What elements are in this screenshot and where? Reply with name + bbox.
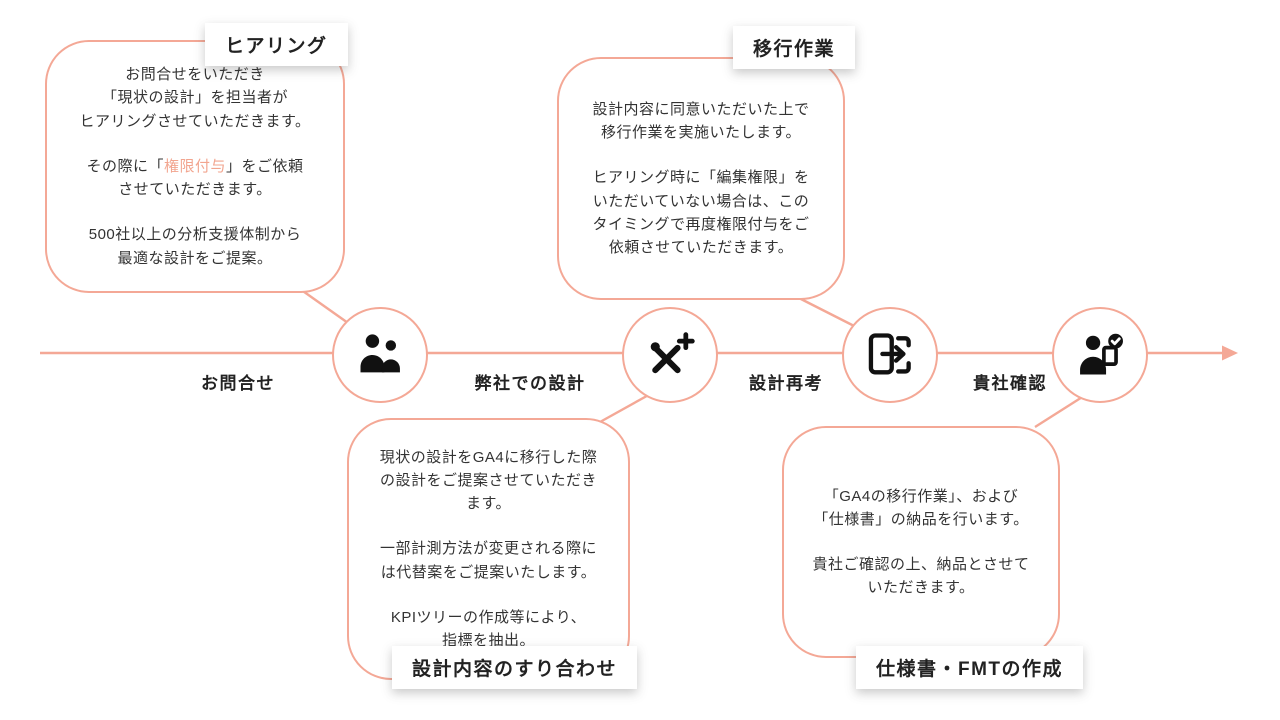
callout-hearing-p2: その際に「権限付与」をご依頼 させていただきます。 <box>86 155 303 202</box>
callout-migration-title: 移行作業 <box>733 26 856 69</box>
callout-design-alignment-p2: 一部計測方法が変更される際に は代替案をご提案いたします。 <box>379 540 597 581</box>
timeline-node-migration <box>842 307 938 403</box>
callout-migration-p1: 設計内容に同意いただいた上で 移行作業を実施いたします。 <box>592 100 810 141</box>
callout-design-alignment: 現状の設計をGA4に移行した際 の設計をご提案させていただき ます。 一部計測方… <box>347 418 630 680</box>
timeline-arrowhead-icon <box>1222 345 1238 361</box>
connector-spec-line <box>1034 392 1088 429</box>
callout-design-alignment-title: 設計内容のすり合わせ <box>392 646 638 689</box>
tools-plus-icon <box>650 332 695 374</box>
phone-transfer-icon <box>868 333 911 375</box>
callout-migration-p2: ヒアリング時に「編集権限」を いただいていない場合は、この タイミングで再度権限… <box>592 169 810 256</box>
callout-hearing-p2-highlight: 権限付与 <box>163 157 226 175</box>
timeline-node-confirm <box>1052 307 1148 403</box>
callout-hearing-title: ヒアリング <box>205 23 348 66</box>
callout-hearing: お問合せをいただき 「現状の設計」を担当者が ヒアリングさせていただきます。 そ… <box>45 40 345 293</box>
person-check-icon <box>1080 333 1123 375</box>
timeline-node-design <box>622 307 718 403</box>
callout-spec-fmt-p2: 貴社ご確認の上、納品とさせて いただきます。 <box>812 556 1030 597</box>
callout-hearing-p1: お問合せをいただき 「現状の設計」を担当者が ヒアリングさせていただきます。 <box>79 66 311 130</box>
callout-migration: 設計内容に同意いただいた上で 移行作業を実施いたします。 ヒアリング時に「編集権… <box>557 57 845 300</box>
callout-spec-fmt-title: 仕様書・FMTの作成 <box>856 646 1084 689</box>
callout-hearing-p2-pre: その際に「 <box>86 157 164 175</box>
callout-hearing-p2-post: 」をご依頼 させていただきます。 <box>118 157 304 199</box>
callout-spec-fmt-p1: 「GA4の移行作業」、および 「仕様書」の納品を行います。 <box>813 487 1029 528</box>
stage-label-design-rethink: 設計再考 <box>749 374 823 393</box>
callout-spec-fmt: 「GA4の移行作業」、および 「仕様書」の納品を行います。 貴社ご確認の上、納品… <box>782 426 1060 658</box>
callout-design-alignment-p3: KPIツリーの作成等により、 指標を抽出。 <box>390 608 587 650</box>
stage-label-inquiry: お問合せ <box>201 374 275 393</box>
callout-hearing-p3: 500社以上の分析支援体制から 最適な設計をご提案。 <box>88 226 302 267</box>
hearing-people-icon <box>360 334 400 373</box>
stage-label-our-design: 弊社での設計 <box>474 374 586 393</box>
timeline-node-hearing <box>332 307 428 403</box>
stage-label-client-confirm: 貴社確認 <box>973 374 1047 393</box>
callout-design-alignment-p1: 現状の設計をGA4に移行した際 の設計をご提案させていただき ます。 <box>379 448 598 513</box>
connector-design-line <box>599 390 655 424</box>
